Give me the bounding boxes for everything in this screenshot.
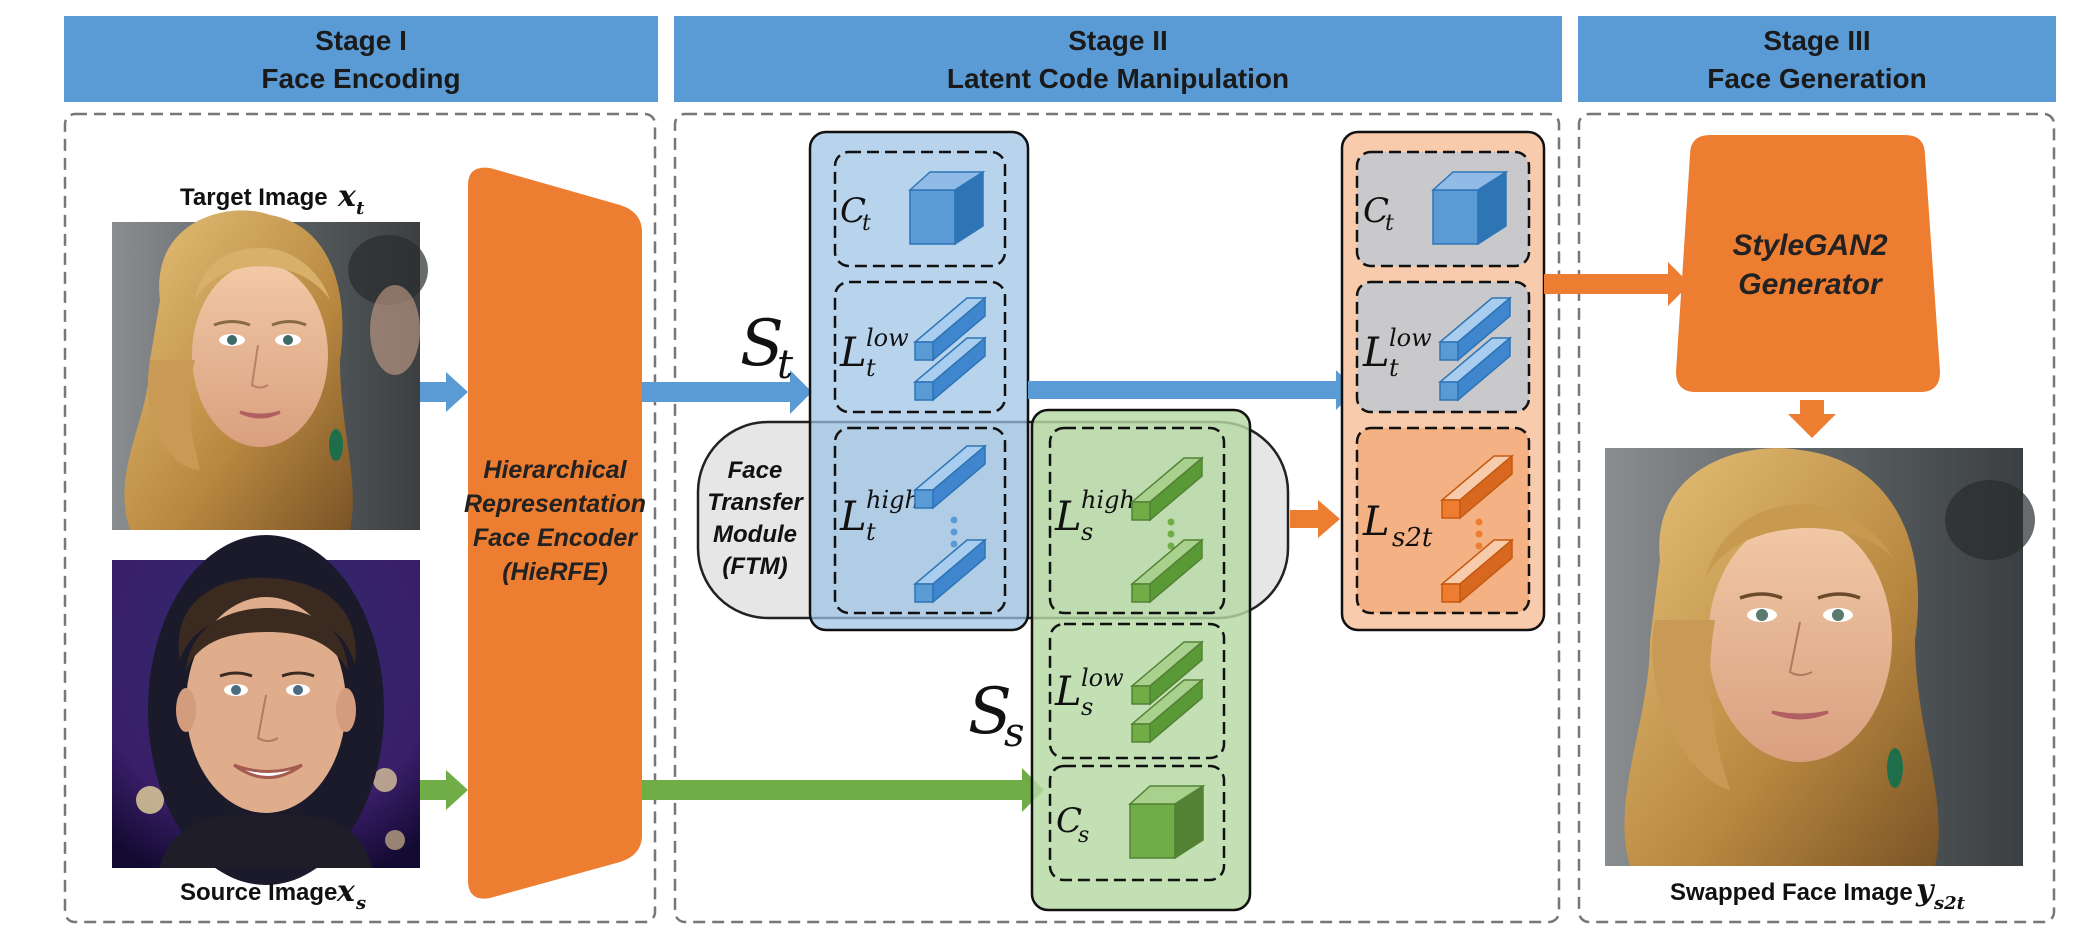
hierfe-encoder: Hierarchical Representation Face Encoder… [464, 167, 646, 899]
svg-text:s2t: s2t [1392, 523, 1433, 553]
svg-text:x: x [337, 179, 357, 214]
arrow-source-to-encoder [420, 770, 468, 810]
stage-1-header: Stage I Face Encoding [64, 16, 658, 102]
svg-text:s: s [1078, 823, 1089, 848]
arrow-generator-to-output [1788, 400, 1836, 438]
svg-text:t: t [356, 198, 365, 219]
svg-text:t: t [777, 342, 794, 388]
Cs-block: C s [1048, 764, 1226, 882]
Lt-high-block: L high t [833, 426, 1007, 615]
svg-text:C: C [840, 191, 866, 231]
arrow-encoder-to-Ss [642, 768, 1044, 812]
Ls2t-block: L s2t [1355, 426, 1531, 615]
svg-text:Representation: Representation [464, 490, 646, 518]
cube-icon [1128, 784, 1206, 860]
svg-text:L: L [1362, 499, 1390, 545]
cube-icon [908, 170, 986, 246]
face-photo-swapped [1605, 448, 2035, 866]
svg-text:Face Encoding: Face Encoding [261, 63, 460, 94]
svg-text:t: t [1385, 211, 1394, 236]
svg-text:s: s [1081, 518, 1093, 546]
svg-text:L: L [1054, 669, 1082, 715]
stage-2-panel [673, 112, 1561, 924]
svg-text:x: x [336, 874, 356, 909]
Lt-low-block-out: L low t [1355, 280, 1531, 414]
bar-icon [912, 444, 988, 604]
svg-text:high: high [866, 486, 920, 514]
svg-text:L: L [839, 330, 867, 376]
svg-text:(FTM): (FTM) [722, 553, 787, 580]
svg-text:C: C [1056, 801, 1082, 841]
stage-2-header: Stage II Latent Code Manipulation [674, 16, 1562, 102]
stylegan2-generator: StyleGAN2 Generator [1676, 135, 1940, 392]
svg-text:s: s [355, 893, 366, 914]
svg-text:Stage I: Stage I [315, 25, 407, 56]
bar-icon [1129, 640, 1205, 744]
svg-text:low: low [1389, 324, 1432, 352]
svg-text:t: t [862, 211, 871, 236]
target-image-label: Target Image x t [180, 179, 365, 219]
svg-text:s: s [1004, 710, 1025, 756]
source-image-label: Source Image x s [180, 874, 366, 914]
svg-text:t: t [1389, 354, 1399, 382]
Ls-high-block: L high s [1048, 426, 1226, 615]
svg-text:L: L [1362, 330, 1390, 376]
cube-icon [1431, 170, 1509, 246]
Ss-label: S s [968, 675, 1025, 756]
svg-text:Stage II: Stage II [1068, 25, 1168, 56]
svg-text:S: S [740, 307, 784, 381]
svg-text:Swapped Face Image: Swapped Face Image [1670, 879, 1913, 906]
svg-text:(HieRFE): (HieRFE) [502, 558, 608, 586]
Ct-block: C t [833, 150, 1007, 268]
stage-1-panel [63, 112, 657, 924]
svg-text:Face Generation: Face Generation [1707, 63, 1926, 94]
face-photo-source [112, 535, 420, 885]
svg-text:Stage III: Stage III [1763, 25, 1870, 56]
svg-text:t: t [866, 354, 876, 382]
svg-text:Source Image: Source Image [180, 879, 337, 906]
stage-3-panel [1577, 112, 2056, 924]
svg-text:S: S [968, 675, 1012, 749]
svg-text:Transfer: Transfer [707, 489, 804, 516]
svg-text:L: L [1054, 494, 1082, 540]
face-photo-target [112, 210, 428, 530]
svg-text:s: s [1081, 693, 1093, 721]
stage-3-header: Stage III Face Generation [1578, 16, 2056, 102]
bar-icon [912, 296, 988, 402]
svg-text:s2t: s2t [1933, 893, 1966, 914]
bar-icon [1439, 454, 1515, 604]
svg-text:low: low [866, 324, 909, 352]
svg-text:Generator: Generator [1738, 268, 1884, 301]
svg-text:Face: Face [728, 457, 783, 484]
svg-text:y: y [1915, 873, 1936, 908]
svg-text:Hierarchical: Hierarchical [483, 456, 627, 484]
arrow-target-to-encoder [420, 372, 468, 412]
svg-text:t: t [866, 518, 876, 546]
svg-text:L: L [839, 494, 867, 540]
bar-icon [1437, 296, 1513, 402]
arrow-combined-to-generator [1544, 262, 1690, 306]
St-label: S t [740, 307, 794, 388]
Ls-low-block: L low s [1048, 622, 1226, 760]
svg-text:Face Encoder: Face Encoder [473, 524, 638, 552]
bar-icon [1129, 456, 1205, 604]
svg-text:C: C [1363, 191, 1389, 231]
svg-text:low: low [1081, 664, 1124, 692]
arrow-St-to-combined [1028, 370, 1356, 410]
svg-text:StyleGAN2: StyleGAN2 [1732, 229, 1887, 262]
swapped-image-label: Swapped Face Image y s2t [1670, 873, 1966, 914]
Ct-block-out: C t [1355, 150, 1531, 268]
svg-text:Target Image: Target Image [180, 184, 328, 211]
Ss-panel [1030, 408, 1252, 912]
svg-text:high: high [1081, 486, 1135, 514]
Lt-low-block: L low t [833, 280, 1007, 414]
arrow-encoder-to-St [642, 370, 812, 414]
svg-text:Module: Module [713, 521, 797, 548]
arrow-ftm-to-Ls2t [1290, 500, 1340, 538]
svg-text:Latent Code Manipulation: Latent Code Manipulation [947, 63, 1289, 94]
ftm-label: Face Transfer Module (FTM) [707, 457, 804, 580]
